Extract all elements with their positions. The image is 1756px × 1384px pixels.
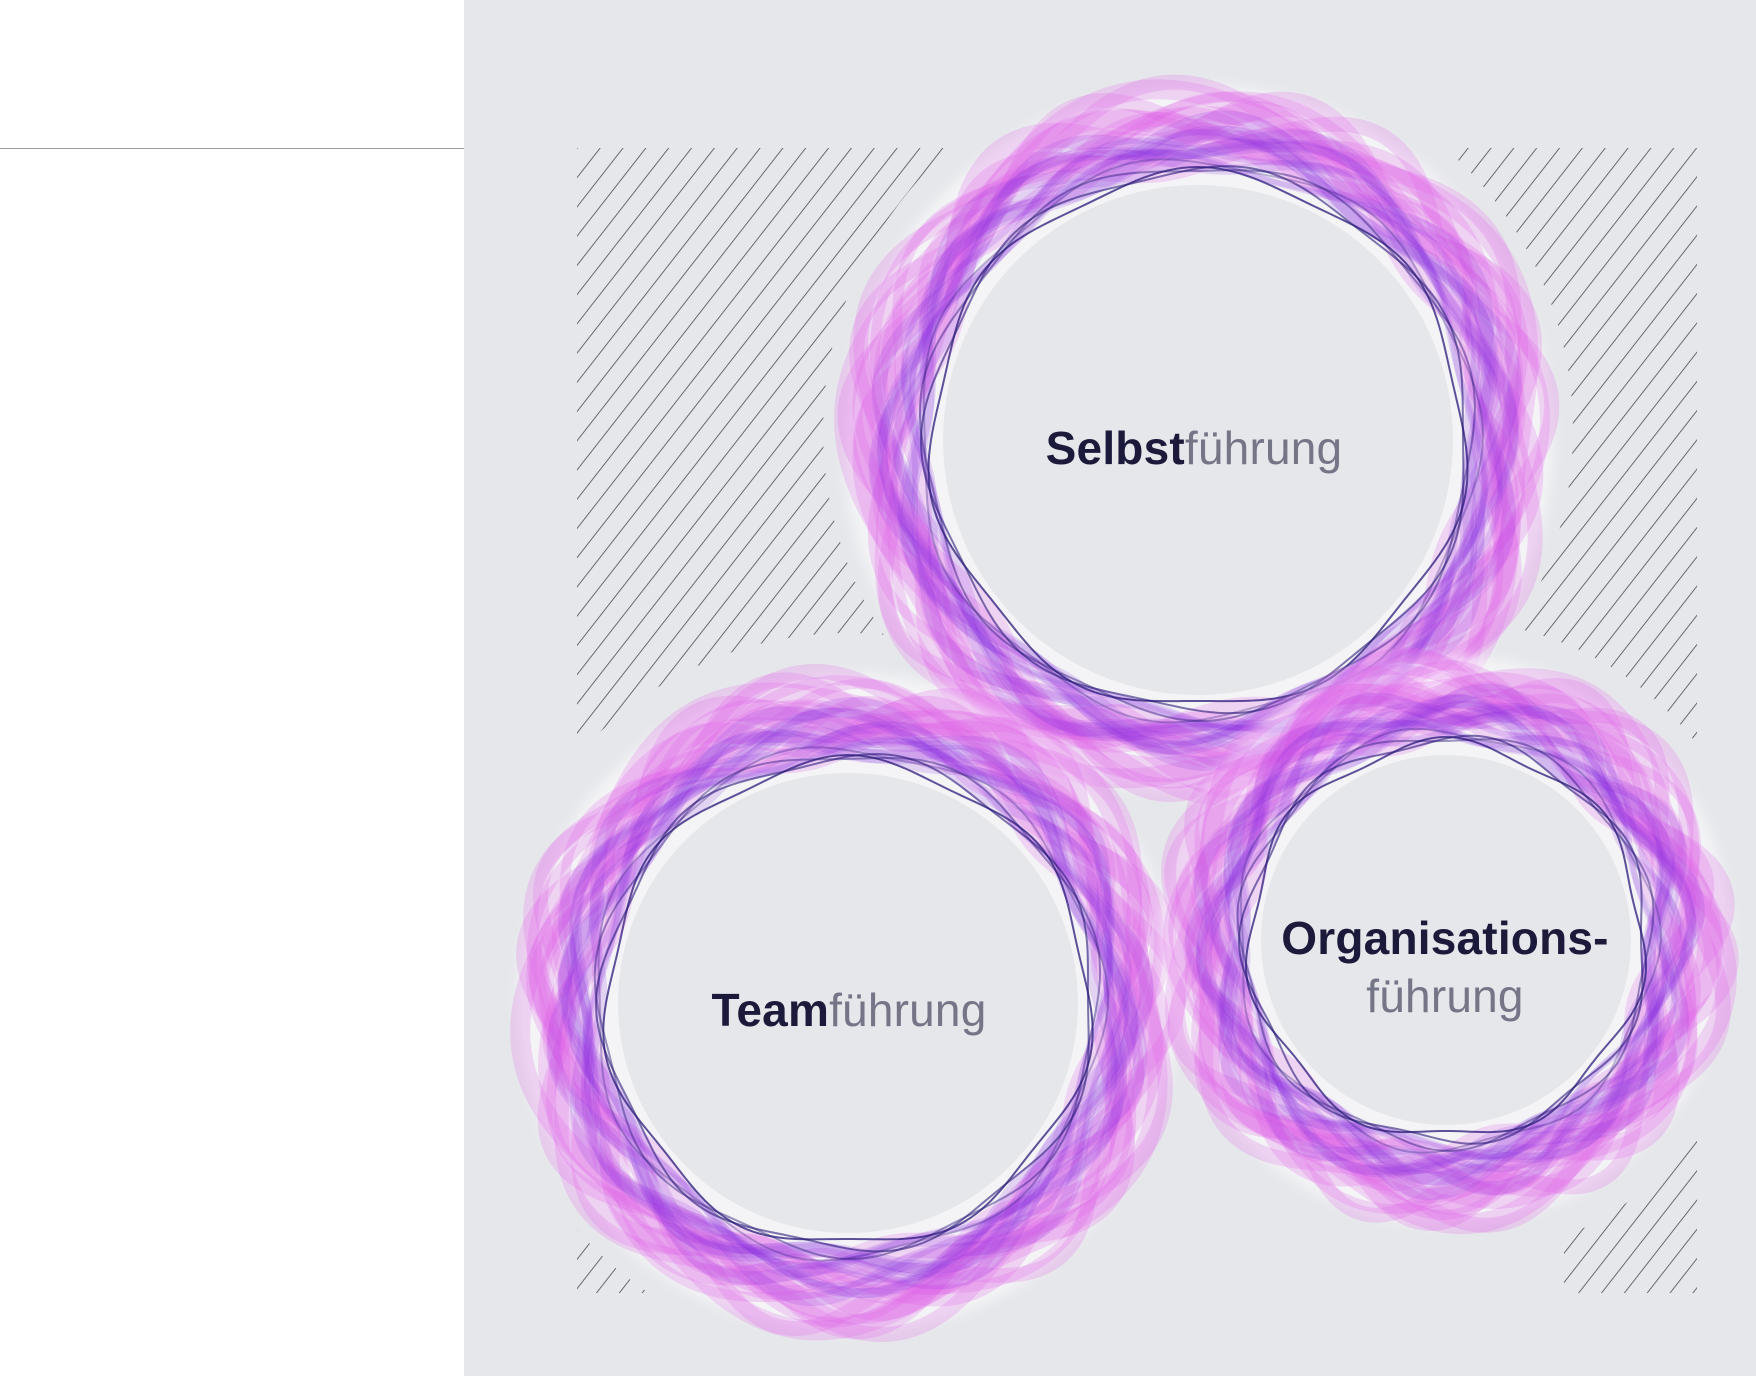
- ring-stroke-magenta: [529, 695, 1153, 1322]
- ring-stroke-magenta: [510, 682, 1168, 1341]
- ring-stroke-violet: [1210, 711, 1671, 1175]
- label-light: führung: [829, 984, 987, 1036]
- ring-stroke-dark: [918, 169, 1476, 722]
- ring-stroke-violet: [1185, 683, 1689, 1196]
- ring-stroke-violet: [558, 706, 1154, 1307]
- ring-stroke-magenta: [1175, 684, 1715, 1215]
- ring-stroke-dark: [927, 165, 1469, 703]
- ring-stroke-magenta: [542, 695, 1145, 1295]
- ring-stroke-violet: [877, 141, 1519, 739]
- ring-stroke-magenta: [538, 709, 1164, 1325]
- ring-stroke-magenta: [526, 675, 1165, 1303]
- ring-stroke-magenta: [1184, 695, 1696, 1204]
- ring-stroke-magenta: [551, 701, 1145, 1305]
- ring-stroke-violet: [569, 707, 1127, 1299]
- ring-stroke-violet: [1219, 702, 1687, 1176]
- ring-stroke-violet: [568, 723, 1118, 1274]
- ring-stroke-violet: [877, 138, 1519, 742]
- ring-inner-disc: [618, 773, 1078, 1233]
- ring-stroke-dark: [597, 746, 1109, 1262]
- ring-inner-disc: [943, 185, 1453, 695]
- ring-stroke-dark: [595, 753, 1090, 1253]
- ring-stroke-violet: [868, 110, 1517, 758]
- ring-stroke-dark: [1238, 734, 1644, 1145]
- ring-stroke-magenta: [872, 107, 1526, 750]
- ring-stroke-violet: [900, 149, 1502, 746]
- ring-stroke-violet: [557, 731, 1139, 1275]
- ring-stroke-magenta: [581, 721, 1141, 1291]
- ring-stroke-magenta: [853, 74, 1543, 806]
- ring-stroke-magenta: [852, 109, 1521, 783]
- ring-team: [510, 663, 1187, 1343]
- ring-stroke-magenta: [1198, 672, 1723, 1209]
- ring-stroke-magenta: [1164, 664, 1735, 1231]
- ring-stroke-violet: [583, 736, 1113, 1270]
- ring-stroke-dark: [1236, 738, 1655, 1152]
- ring-stroke-violet: [891, 129, 1504, 734]
- ring-stroke-violet: [1223, 720, 1669, 1160]
- ring-stroke-violet: [900, 125, 1496, 755]
- ring-stroke-violet: [900, 137, 1509, 749]
- ring-stroke-magenta: [1190, 685, 1702, 1195]
- ring-stroke-magenta: [1191, 660, 1701, 1220]
- ring-stroke-dark: [920, 165, 1465, 715]
- label-bold: Organisations-: [1281, 912, 1609, 964]
- ring-stroke-magenta: [516, 688, 1176, 1340]
- label-light: führung: [1184, 422, 1343, 474]
- ring-stroke-magenta: [1183, 680, 1692, 1196]
- ring-stroke-dark: [922, 158, 1484, 724]
- ring-stroke-magenta: [546, 678, 1150, 1328]
- circle-label-selbstfuehrung: Selbstführung: [1046, 420, 1343, 478]
- ring-stroke-magenta: [1168, 683, 1724, 1197]
- ring-stroke-violet: [1218, 694, 1674, 1186]
- ring-stroke-magenta: [1167, 648, 1739, 1223]
- ring-stroke-violet: [1196, 702, 1696, 1178]
- label-bold: Team: [711, 984, 830, 1036]
- ring-stroke-violet: [1216, 694, 1676, 1186]
- ring-stroke-magenta: [523, 663, 1173, 1343]
- ring-stroke-dark: [602, 753, 1094, 1241]
- ring-stroke-violet: [1195, 704, 1697, 1176]
- ring-stroke-violet: [897, 125, 1499, 755]
- ring-stroke-violet: [1193, 692, 1705, 1201]
- ring-stroke-violet: [571, 707, 1125, 1299]
- ring-stroke-dark: [1239, 727, 1662, 1154]
- label-bold: Selbst: [1045, 422, 1185, 474]
- ring-stroke-violet: [584, 725, 1129, 1278]
- ring-stroke-magenta: [532, 672, 1187, 1337]
- leadership-circles-diagram: [510, 74, 1739, 1343]
- ring-inner-disc: [1261, 755, 1631, 1125]
- circle-label-organisationsfuehrung: Organisations- führung: [1281, 910, 1608, 1025]
- ring-stroke-magenta: [526, 699, 1170, 1307]
- horizontal-divider: [0, 148, 465, 149]
- ring-stroke-magenta: [1164, 668, 1737, 1235]
- ring-stroke-violet: [570, 730, 1132, 1289]
- circle-label-teamfuehrung: Teamführung: [712, 982, 987, 1040]
- rings-layer: [510, 74, 1739, 1343]
- ring-stroke-violet: [871, 129, 1522, 771]
- ring-stroke-violet: [1223, 710, 1682, 1174]
- ring-stroke-violet: [562, 721, 1118, 1284]
- label-light: führung: [1366, 969, 1524, 1022]
- ring-stroke-violet: [558, 728, 1138, 1278]
- ring-stroke-magenta: [834, 79, 1539, 789]
- ring-stroke-magenta: [867, 91, 1529, 789]
- ring-stroke-magenta: [849, 93, 1560, 803]
- ring-stroke-magenta: [1212, 693, 1691, 1169]
- ring-stroke-magenta: [1163, 664, 1700, 1215]
- ring-stroke-violet: [546, 697, 1148, 1290]
- ring-stroke-dark: [1244, 735, 1648, 1134]
- ring-stroke-magenta: [1161, 647, 1731, 1233]
- ring-organisation: [1161, 647, 1739, 1235]
- ring-stroke-magenta: [538, 699, 1131, 1301]
- ring-stroke-violet: [1205, 700, 1678, 1173]
- ring-stroke-dark: [593, 757, 1102, 1260]
- diagram-panel: Selbstführung Teamführung Organisations-…: [464, 0, 1756, 1376]
- ring-stroke-magenta: [870, 127, 1526, 753]
